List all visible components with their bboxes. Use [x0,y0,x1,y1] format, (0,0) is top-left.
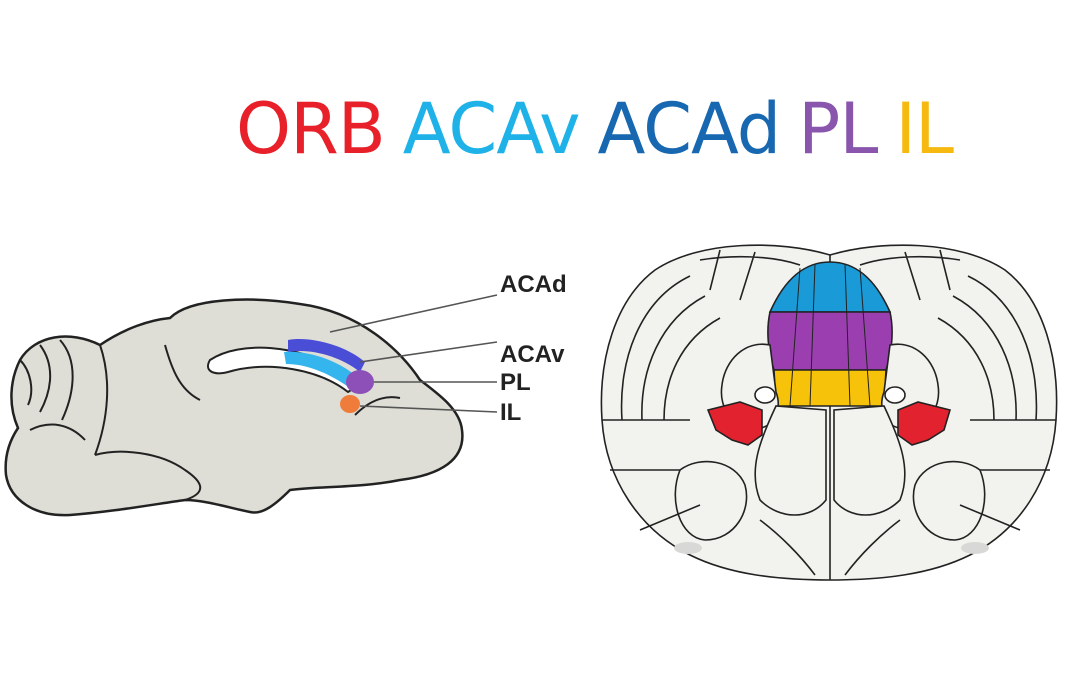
region-orb-coronal-right [897,401,952,446]
title-il: IL [895,88,954,170]
radial-lines [789,263,871,407]
inner-structures [754,405,906,516]
leader-acad [329,294,498,333]
region-acav-sagittal [284,351,356,388]
title-orb: ORB [236,88,386,170]
leader-acav [359,341,498,363]
lower-lobes [674,460,986,576]
cerebellum-folds [19,339,109,456]
ventricle-left [754,386,776,404]
bottom-spot-right [961,542,989,554]
region-il-sagittal [340,395,360,413]
leader-il [359,405,498,413]
region-pl-coronal [767,311,893,371]
ventricle-right [884,386,906,404]
cortex-layers [620,249,1038,421]
region-acad-sagittal [288,339,365,372]
coronal-brain [600,244,1058,581]
lateral-lines [602,419,1056,531]
title-pl: PL [798,88,878,170]
title-acav: ACAv [402,88,581,170]
region-pl-sagittal [346,370,374,394]
label-acad: ACAd [500,271,567,298]
region-orb-coronal-left [706,401,763,446]
label-acav: ACAv [500,341,565,368]
brainstem-contour [94,344,201,501]
label-il: IL [500,399,522,426]
label-pl: PL [500,369,531,396]
title-acad: ACAd [597,88,782,170]
frontal-notch [354,396,401,416]
sagittal-brain [4,294,498,517]
bottom-spot-left [674,542,702,554]
